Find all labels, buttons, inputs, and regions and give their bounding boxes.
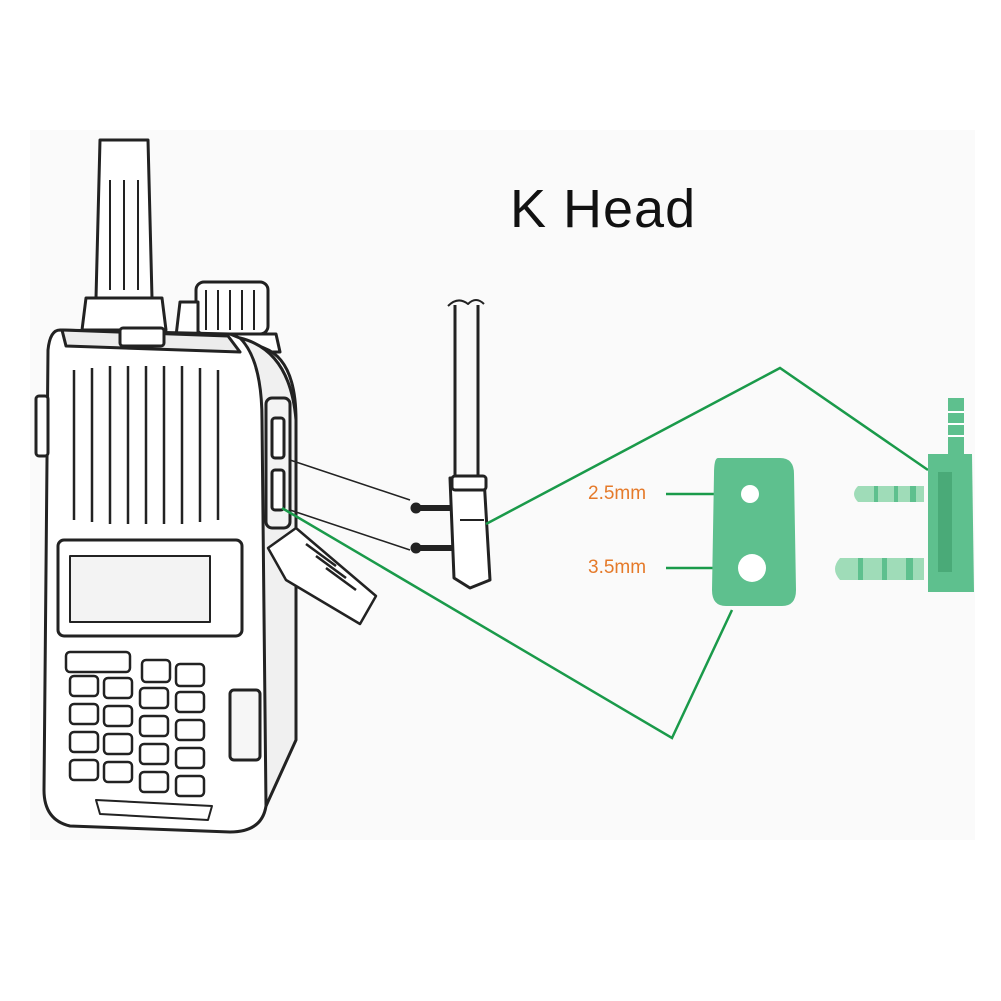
k-plug-icon: [410, 299, 492, 590]
label-2-5mm: 2.5mm: [588, 483, 647, 504]
dual-pin-icon: [835, 398, 974, 592]
small-hole: [741, 485, 759, 503]
speaker-grille: [72, 366, 220, 524]
alignment-guides: [289, 459, 411, 551]
large-hole: [738, 554, 766, 582]
connector-face-icon: [712, 458, 796, 606]
pin-2-5mm: [854, 486, 924, 502]
pin-3-5mm: [835, 558, 924, 580]
walkie-talkie-icon: [34, 138, 378, 834]
diagram-title: K Head: [510, 179, 697, 239]
jack-cover: [266, 526, 378, 626]
radio-keypad: [64, 650, 206, 798]
label-3-5mm: 3.5mm: [588, 557, 647, 578]
antenna: [80, 138, 168, 332]
